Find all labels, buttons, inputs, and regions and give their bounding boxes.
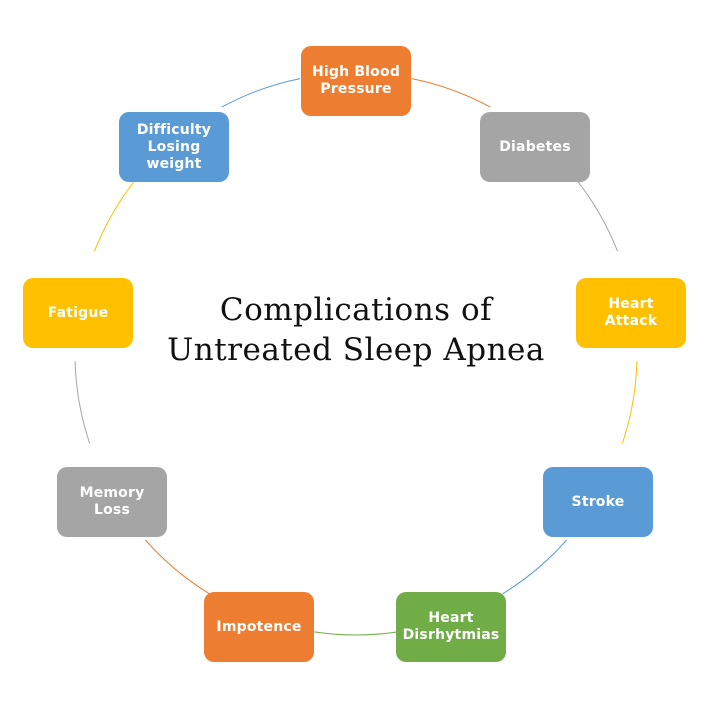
- connector-arc-1: [411, 78, 491, 108]
- connector-arc-2: [575, 178, 618, 252]
- connector-arc-8: [94, 178, 137, 252]
- node-heart-disrhytmias: Heart Disrhytmias: [396, 592, 506, 662]
- node-memory-loss: Memory Loss: [57, 467, 167, 537]
- node-label: Memory Loss: [79, 485, 145, 518]
- node-label: Stroke: [571, 493, 625, 510]
- node-label: High Blood Pressure: [311, 64, 401, 97]
- node-label: Impotence: [216, 618, 302, 635]
- node-stroke: Stroke: [543, 467, 653, 537]
- node-impotence: Impotence: [204, 592, 314, 662]
- connector-arc-6: [145, 539, 210, 595]
- connector-arc-5: [314, 631, 398, 636]
- node-difficulty-losing-weight: Difficulty Losing weight: [119, 112, 229, 182]
- connector-arc-3: [621, 361, 638, 444]
- diagram-title: Complications of Untreated Sleep Apnea: [167, 292, 545, 368]
- node-label: Fatigue: [47, 304, 109, 321]
- node-diabetes: Diabetes: [480, 112, 590, 182]
- node-high-blood-pressure: High Blood Pressure: [301, 46, 411, 116]
- node-heart-attack: Heart Attack: [576, 278, 686, 348]
- connector-arc-4: [502, 539, 567, 595]
- connector-arc-7: [74, 361, 91, 444]
- node-label: Heart Disrhytmias: [402, 610, 500, 643]
- node-label: Diabetes: [499, 138, 571, 155]
- node-fatigue: Fatigue: [23, 278, 133, 348]
- node-label: Difficulty Losing weight: [136, 121, 212, 172]
- node-label: Heart Attack: [604, 296, 658, 329]
- connector-arc-9: [221, 78, 301, 108]
